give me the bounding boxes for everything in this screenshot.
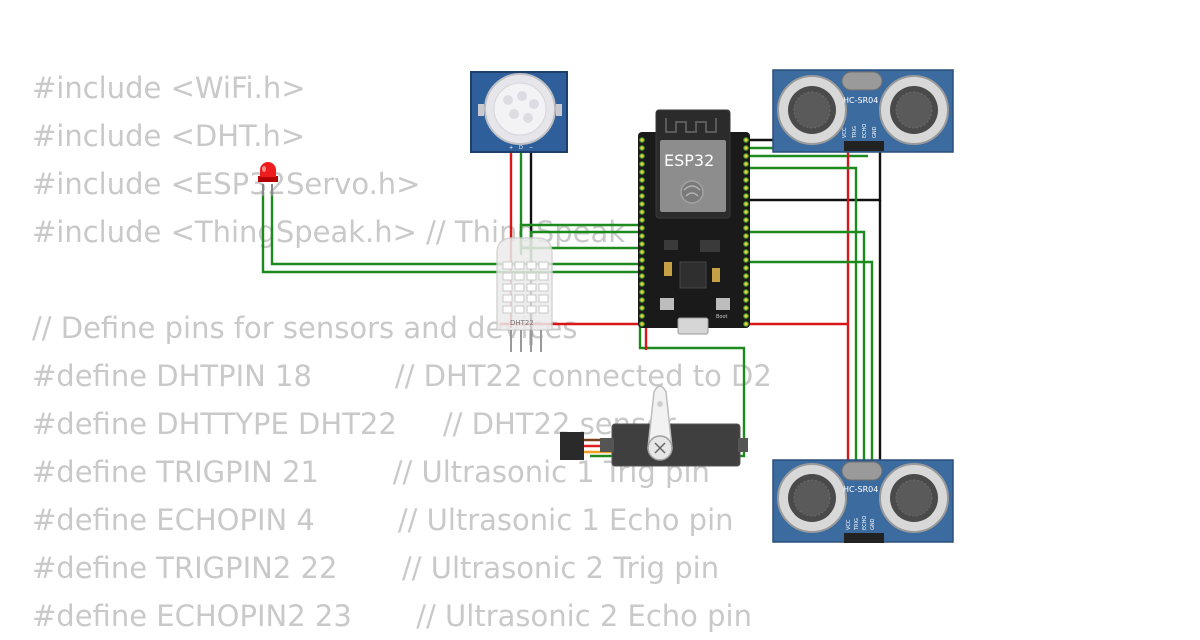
us1-pin-label: TRIG bbox=[852, 126, 858, 139]
servo-motor[interactable] bbox=[560, 385, 748, 467]
pir-lens-cell bbox=[529, 99, 539, 109]
us1-transducer-left-grid bbox=[793, 91, 831, 129]
code-line: #include <ESP32Servo.h> bbox=[32, 167, 421, 201]
us2-pin-label: VCC bbox=[846, 519, 852, 530]
pir-pin-vcc-label: + bbox=[509, 145, 513, 151]
us1-gnd-wire-2 bbox=[746, 150, 882, 202]
servo-mount-tab bbox=[738, 438, 748, 452]
pir-pin-data-label: D bbox=[519, 145, 523, 151]
dht22-sensor[interactable]: DHT22 bbox=[496, 237, 553, 352]
us2-transducer-right-grid bbox=[895, 479, 933, 517]
us2-pin-label: ECHO bbox=[862, 516, 868, 530]
dht22-grille bbox=[502, 261, 549, 314]
dht22-label: DHT22 bbox=[510, 319, 534, 327]
us2-transducer-left-grid bbox=[793, 479, 831, 517]
servo-mount-tab bbox=[600, 438, 614, 452]
esp32-antenna bbox=[665, 118, 717, 133]
us2-header bbox=[844, 533, 884, 543]
pir-lens-cell bbox=[517, 91, 527, 101]
red-led[interactable] bbox=[258, 162, 278, 196]
code-line: #include <ThingSpeak.h> // ThingSpeak bbox=[32, 215, 626, 249]
esp32-left-header bbox=[639, 137, 645, 327]
code-line: #include <DHT.h> bbox=[32, 119, 306, 153]
pir-dome-inner bbox=[493, 82, 547, 136]
pir-lens-cell bbox=[509, 109, 519, 119]
esp32-usb-chip bbox=[679, 261, 707, 289]
code-line: #include <WiFi.h> bbox=[32, 71, 306, 105]
espressif-logo-icon bbox=[680, 180, 704, 204]
screw-icon bbox=[654, 442, 666, 454]
code-line: #define ECHOPIN 4 // Ultrasonic 1 Echo p… bbox=[32, 503, 734, 537]
ultrasonic-sensor-bottom[interactable]: HC-SR04 VCC TRIG ECHO GND bbox=[772, 459, 954, 543]
us1-pin-label: VCC bbox=[842, 127, 848, 138]
servo-horn-hole bbox=[657, 401, 663, 407]
pir-lens-cell bbox=[503, 95, 513, 105]
esp32-capacitor bbox=[664, 262, 672, 276]
pir-mount bbox=[556, 104, 562, 116]
esp32-en-button[interactable] bbox=[660, 298, 674, 310]
us2-echo-wire bbox=[746, 230, 866, 540]
us2-label: HC-SR04 bbox=[843, 485, 878, 494]
code-line: #define ECHOPIN2 23 // Ultrasonic 2 Echo… bbox=[32, 599, 752, 633]
code-line: #define TRIGPIN2 22 // Ultrasonic 2 Trig… bbox=[32, 551, 720, 585]
us1-pin-label: GND bbox=[872, 126, 878, 138]
us2-data-wire bbox=[746, 260, 874, 540]
servo-connector bbox=[560, 432, 584, 460]
us1-pin-label: ECHO bbox=[862, 124, 868, 138]
us1-crystal bbox=[841, 71, 883, 91]
pir-mount bbox=[478, 104, 484, 116]
esp32-capacitor bbox=[712, 268, 720, 282]
pir-sensor[interactable]: + D − bbox=[470, 71, 568, 153]
us2-crystal bbox=[841, 461, 883, 481]
servo-horn[interactable] bbox=[647, 385, 673, 449]
esp32-boot-button[interactable] bbox=[716, 298, 730, 310]
us2-trig-wire bbox=[746, 166, 858, 540]
pir-lens-cell bbox=[523, 113, 533, 123]
led-cathode-wire bbox=[270, 192, 641, 266]
espressif-logo-icon bbox=[683, 185, 701, 197]
us2-pin-label: GND bbox=[870, 518, 876, 530]
esp32-board[interactable]: ESP32 Boot bbox=[638, 109, 750, 335]
esp32-right-header bbox=[743, 137, 749, 327]
us1-transducer-right-grid bbox=[895, 91, 933, 129]
servo-body bbox=[611, 423, 741, 467]
us1-header bbox=[844, 141, 884, 151]
esp32-usb-port bbox=[677, 317, 709, 335]
esp32-regulator bbox=[700, 240, 720, 252]
led-body bbox=[260, 162, 276, 177]
led-highlight bbox=[262, 166, 266, 172]
pir-data-wire bbox=[519, 150, 640, 250]
us1-label: HC-SR04 bbox=[843, 96, 878, 105]
led-rim bbox=[258, 176, 278, 182]
ultrasonic-sensor-top[interactable]: HC-SR04 VCC TRIG ECHO GND bbox=[772, 69, 954, 153]
esp32-label: ESP32 bbox=[664, 151, 714, 170]
pir-pin-gnd-label: − bbox=[529, 145, 533, 151]
esp32-shield-can bbox=[660, 140, 726, 212]
esp32-boot-label: Boot bbox=[716, 314, 728, 320]
us2-pin-label: TRIG bbox=[854, 518, 860, 531]
esp32-regulator bbox=[664, 240, 678, 250]
